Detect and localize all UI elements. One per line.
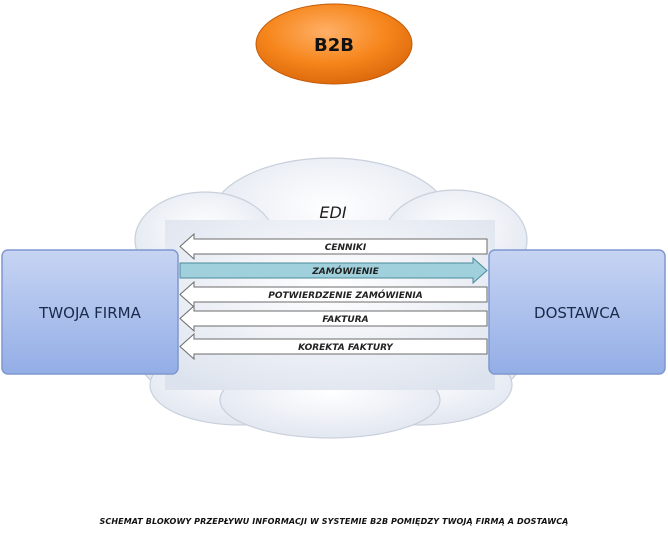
dostawca-box: DOSTAWCA (488, 249, 666, 375)
b2b-badge: B2B (255, 3, 413, 85)
flow-label: FAKTURA (322, 315, 368, 325)
flow-arrow-shape (179, 304, 488, 333)
edi-label: EDI (319, 203, 346, 222)
flow-arrow-4: KOREKTA FAKTURY (179, 332, 488, 361)
flow-label: KOREKTA FAKTURY (298, 343, 394, 353)
flow-arrow-shape (179, 232, 488, 261)
flow-arrow-shape (179, 332, 488, 361)
flow-arrow-shape (179, 256, 488, 285)
diagram-caption: SCHEMAT BLOKOWY PRZEPŁYWU INFORMACJI W S… (99, 517, 569, 526)
b2b-label: B2B (314, 35, 354, 56)
flow-arrow-0: CENNIKI (179, 232, 488, 261)
flow-label: ZAMÓWIENIE (311, 265, 379, 277)
flow-arrow-2: POTWIERDZENIE ZAMÓWIENIA (179, 280, 488, 309)
twoja-firma-label: TWOJA FIRMA (38, 304, 141, 322)
flow-label: POTWIERDZENIE ZAMÓWIENIA (268, 289, 422, 301)
flow-arrow-3: FAKTURA (179, 304, 488, 333)
flow-arrow-1: ZAMÓWIENIE (179, 256, 488, 285)
twoja-firma-box: TWOJA FIRMA (1, 249, 179, 375)
flow-label: CENNIKI (325, 243, 367, 253)
dostawca-label: DOSTAWCA (534, 304, 621, 322)
flow-arrows: CENNIKI ZAMÓWIENIE POTWIERDZENIE ZAMÓWIENI… (179, 232, 488, 361)
